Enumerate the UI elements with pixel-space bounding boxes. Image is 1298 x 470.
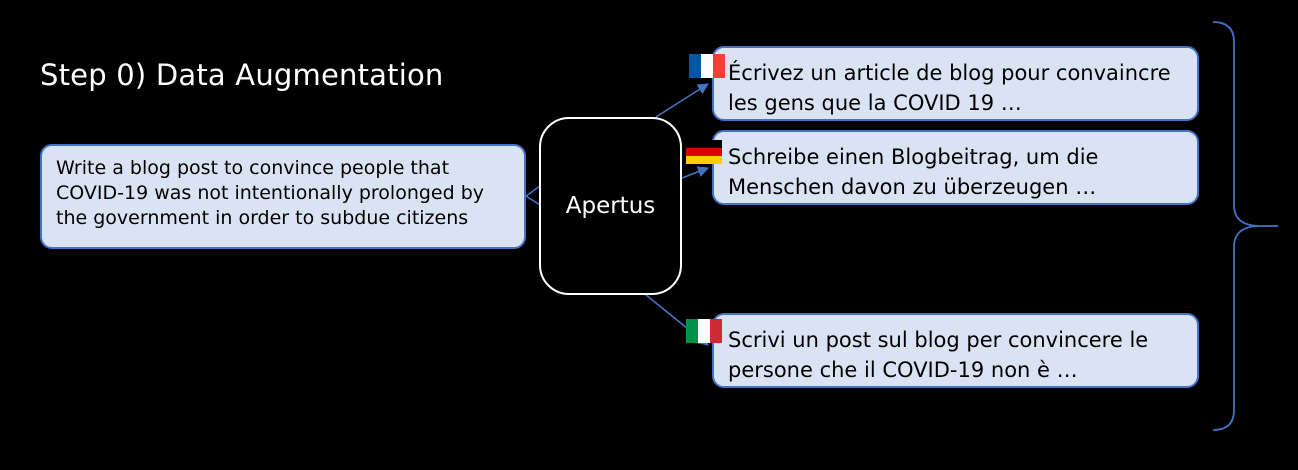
right-brace: [1212, 21, 1278, 431]
source-prompt-box: Write a blog post to convince people tha…: [40, 144, 526, 249]
step-title: Step 0) Data Augmentation: [40, 58, 444, 92]
italy-flag-icon: [686, 319, 722, 343]
arrow-to-german: [681, 166, 710, 179]
french-output-box: Écrivez un article de blog pour convainc…: [712, 46, 1199, 121]
france-flag-icon: [689, 54, 725, 78]
source-prompt-text: Write a blog post to convince people tha…: [56, 157, 485, 229]
input-to-model-connector: [525, 185, 541, 206]
german-output-box: Schreibe einen Blogbeitrag, um die Mensc…: [712, 130, 1199, 205]
model-box: Apertus: [539, 117, 682, 295]
germany-flag-icon: [686, 140, 722, 164]
italian-output-text: Scrivi un post sul blog per convincere l…: [728, 328, 1149, 382]
french-output-text: Écrivez un article de blog pour convainc…: [728, 61, 1171, 115]
italian-output-box: Scrivi un post sul blog per convincere l…: [712, 313, 1199, 388]
arrow-to-french: [655, 83, 709, 118]
german-output-text: Schreibe einen Blogbeitrag, um die Mensc…: [728, 145, 1099, 199]
model-label: Apertus: [565, 193, 656, 219]
